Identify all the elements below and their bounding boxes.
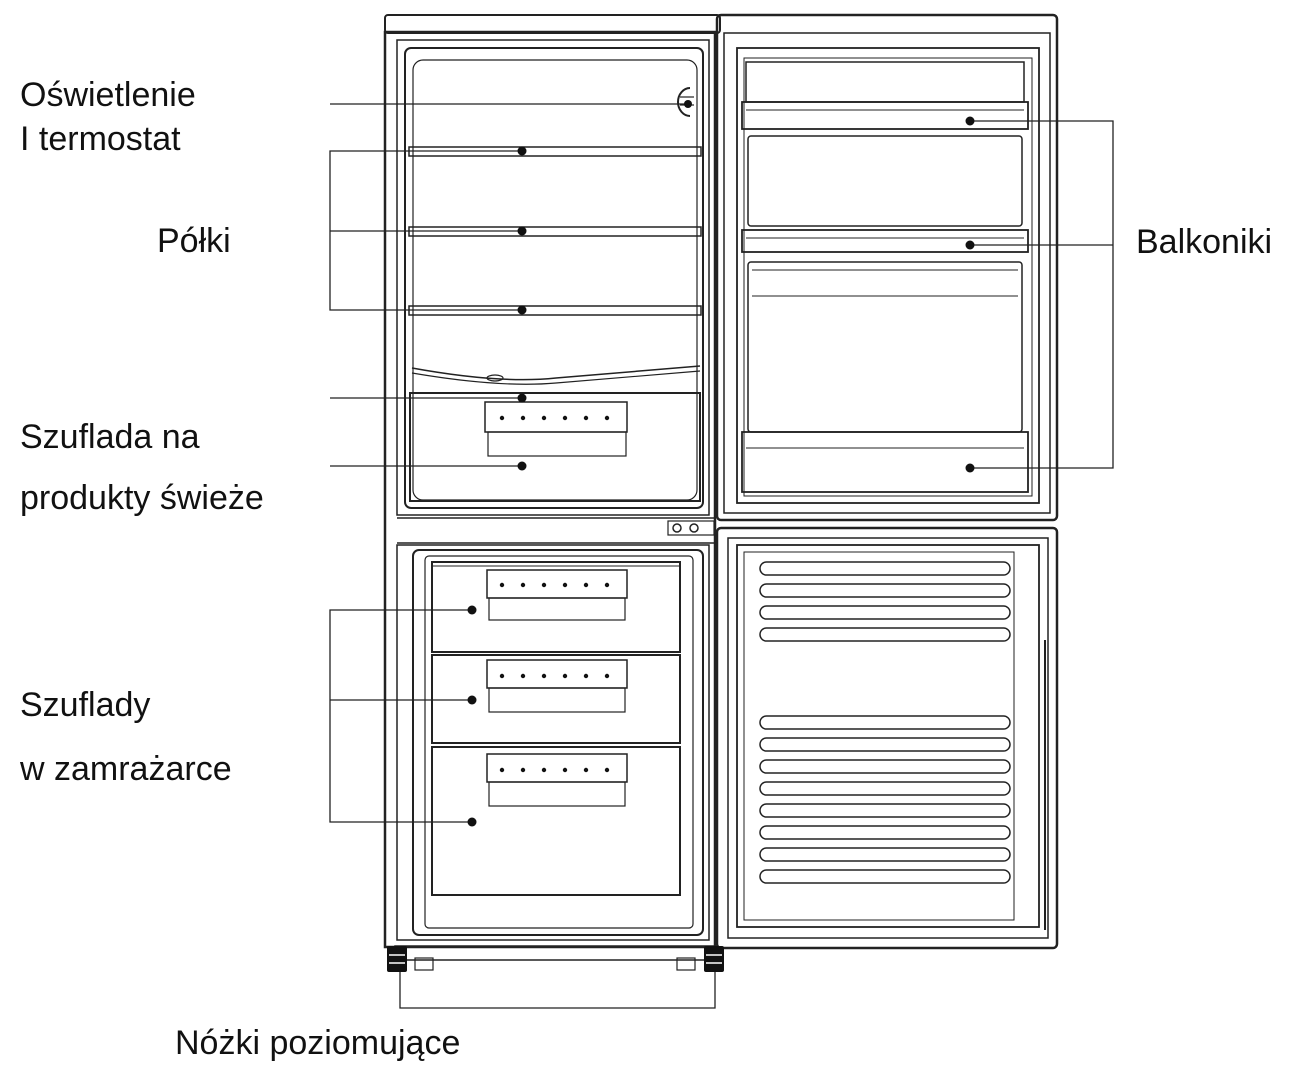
cabinet-base	[394, 945, 716, 971]
control-panel	[667, 520, 715, 536]
label-levelling-feet: Nóżki poziomujące	[175, 1024, 461, 1062]
label-crisper-line2: produkty świeże	[20, 479, 264, 517]
fridge-shelves	[408, 146, 702, 385]
leader-crisper	[330, 393, 527, 471]
leader-light-thermostat	[330, 100, 692, 108]
leader-balconies	[965, 116, 1114, 473]
label-freezer-drawers-line2: w zamrażarce	[20, 750, 232, 788]
label-freezer-drawers-line1: Szuflady	[20, 686, 151, 724]
freezer-compartment	[412, 549, 704, 936]
label-balconies: Balkoniki	[1136, 223, 1273, 261]
freezer-drawer-middle	[431, 654, 681, 744]
crisper-drawer	[409, 392, 701, 502]
leader-shelves	[329, 146, 527, 315]
label-crisper-line1: Szuflada na	[20, 418, 200, 456]
label-light-thermostat-line2: I termostat	[20, 120, 181, 158]
levelling-foot-right	[704, 946, 724, 972]
freezer-drawer-top	[431, 561, 681, 653]
fridge-compartment	[404, 47, 704, 509]
freezer-drawer-bottom	[431, 746, 681, 896]
freezer-door-ribs	[759, 561, 1011, 884]
door-balcony-bottom	[741, 261, 1029, 493]
door-balcony-middle	[741, 135, 1029, 253]
leader-levelling-feet	[399, 972, 716, 1009]
cabinet-body	[383, 14, 721, 949]
label-shelves: Półki	[157, 222, 231, 260]
levelling-foot-left	[387, 946, 407, 972]
label-light-thermostat-line1: Oświetlenie	[20, 76, 196, 114]
freezer-door	[715, 526, 1059, 950]
fridge-door	[715, 13, 1059, 522]
door-balcony-top	[741, 61, 1029, 130]
leader-freezer-drawers	[329, 605, 477, 827]
